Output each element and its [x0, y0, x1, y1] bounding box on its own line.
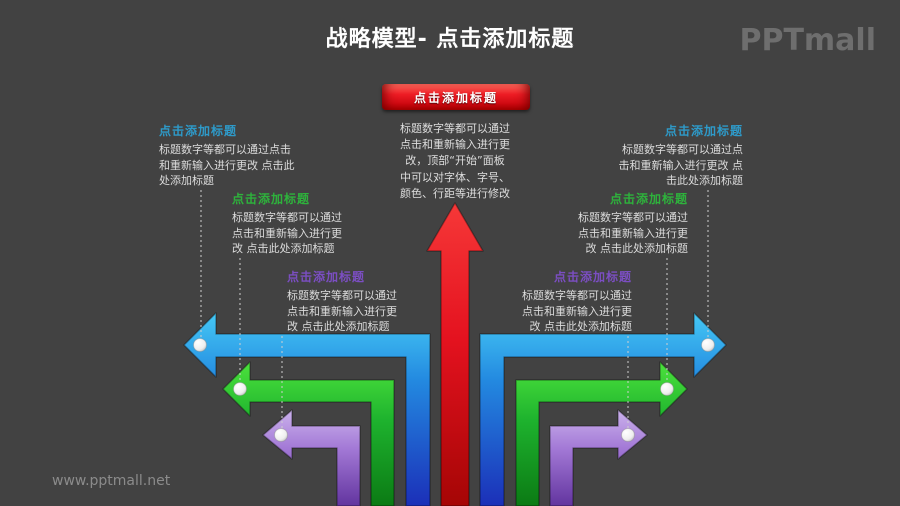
callout-right-3-header[interactable]: 点击添加标题 — [553, 270, 632, 284]
pptmall-logo: PPTmall — [739, 23, 876, 58]
callout-left-2-header[interactable]: 点击添加标题 — [232, 192, 311, 206]
callout-left-3-body[interactable]: 标题数字等都可以通过 点击和重新输入进行更 改 点击此处添加标题 — [287, 289, 397, 333]
connector-dot-right-3 — [621, 428, 635, 442]
callout-right-1: 点击添加标题 标题数字等都可以通过点 击和重新输入进行更改 点 击此处添加标题 — [583, 122, 744, 189]
arrow-left-purple — [262, 409, 361, 506]
callout-left-1-header[interactable]: 点击添加标题 — [159, 124, 238, 138]
callout-left-3: 点击添加标题 标题数字等都可以通过 点击和重新输入进行更 改 点击此处添加标题 — [287, 268, 447, 335]
callout-right-2-header[interactable]: 点击添加标题 — [609, 192, 688, 206]
callout-right-1-body[interactable]: 标题数字等都可以通过点 击和重新输入进行更改 点 击此处添加标题 — [618, 143, 744, 187]
arrow-right-green — [515, 361, 688, 506]
callout-left-1: 点击添加标题 标题数字等都可以通过点击 和重新输入进行更改 点击此 处添加标题 — [159, 122, 319, 189]
callout-right-2-body[interactable]: 标题数字等都可以通过 点击和重新输入进行更 改 点击此处添加标题 — [578, 211, 688, 255]
arrow-left-blue — [183, 312, 431, 506]
callout-right-1-header[interactable]: 点击添加标题 — [664, 124, 743, 138]
top-banner[interactable]: 点击添加标题 — [382, 84, 530, 110]
center-placeholder-text[interactable]: 标题数字等都可以通过 点击和重新输入进行更 改，顶部“开始”面板 中可以对字体、… — [400, 122, 510, 200]
callout-right-2: 点击添加标题 标题数字等都可以通过 点击和重新输入进行更 改 点击此处添加标题 — [528, 190, 688, 257]
callout-left-2: 点击添加标题 标题数字等都可以通过 点击和重新输入进行更 改 点击此处添加标题 — [232, 190, 392, 257]
connector-dot-left-2 — [233, 382, 247, 396]
arrow-up-red — [426, 202, 484, 506]
connector-dot-left-1 — [193, 338, 207, 352]
callout-right-3-body[interactable]: 标题数字等都可以通过 点击和重新输入进行更 改 点击此处添加标题 — [522, 289, 632, 333]
arrow-right-purple — [549, 409, 648, 506]
connector-dot-right-1 — [701, 338, 715, 352]
watermark-url: www.pptmall.net — [52, 473, 171, 489]
callout-right-3: 点击添加标题 标题数字等都可以通过 点击和重新输入进行更 改 点击此处添加标题 — [472, 268, 632, 335]
top-banner-label: 点击添加标题 — [413, 90, 498, 105]
callout-left-1-body[interactable]: 标题数字等都可以通过点击 和重新输入进行更改 点击此 处添加标题 — [159, 143, 295, 187]
callout-left-2-body[interactable]: 标题数字等都可以通过 点击和重新输入进行更 改 点击此处添加标题 — [232, 211, 342, 255]
connector-dot-right-2 — [660, 382, 674, 396]
arrow-right-blue — [479, 312, 727, 506]
slide-title[interactable]: 战略模型- 点击添加标题 — [325, 27, 575, 52]
connector-dot-left-3 — [274, 428, 288, 442]
callout-left-3-header[interactable]: 点击添加标题 — [287, 270, 366, 284]
arrow-left-green — [222, 361, 395, 506]
